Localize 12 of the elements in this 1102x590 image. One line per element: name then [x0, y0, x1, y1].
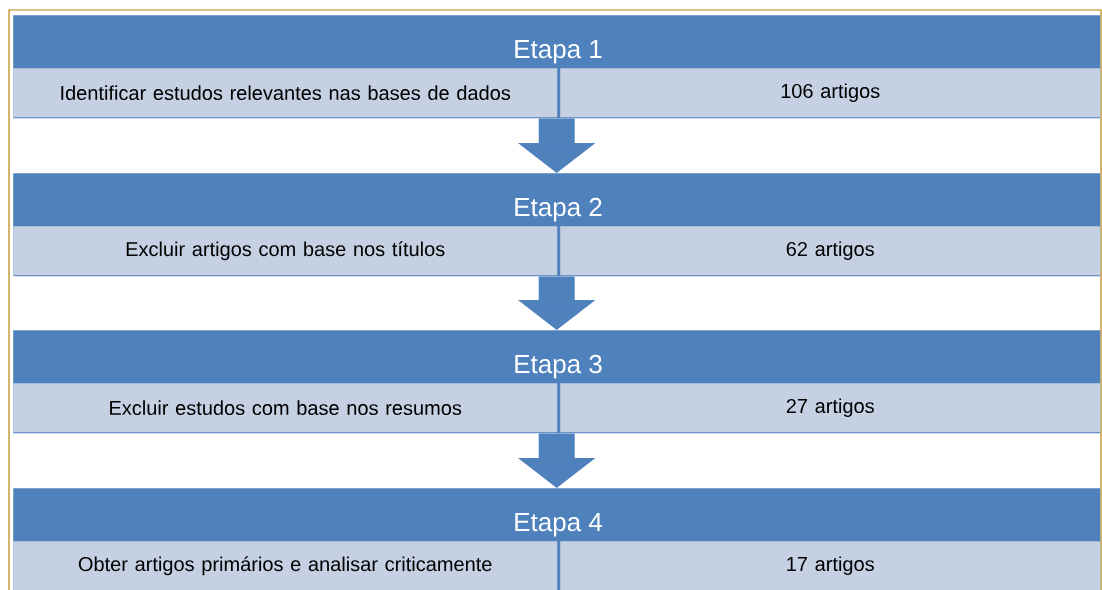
table-cell: Identificar estudos relevantes nas bases de dados [13, 68, 558, 118]
table-cell: Excluir estudos com base nos resumos [13, 383, 558, 433]
table-cell: 106 artigos [560, 68, 1101, 118]
table-cell: 27 artigos [560, 383, 1101, 433]
stage-heading: Etapa 1 [515, 40, 602, 64]
table-cell: 62 artigos [560, 226, 1101, 276]
stage-heading: Etapa 4 [515, 513, 603, 537]
table-cell: Excluir artigos com base nos títulos [13, 226, 558, 276]
table-cell: Obter artigos primários e analisar criticamente [13, 541, 558, 590]
stage-heading: Etapa 2 [515, 197, 602, 222]
table-cell: 17 artigos [560, 541, 1101, 590]
stage-heading: Etapa 3 [515, 354, 602, 379]
